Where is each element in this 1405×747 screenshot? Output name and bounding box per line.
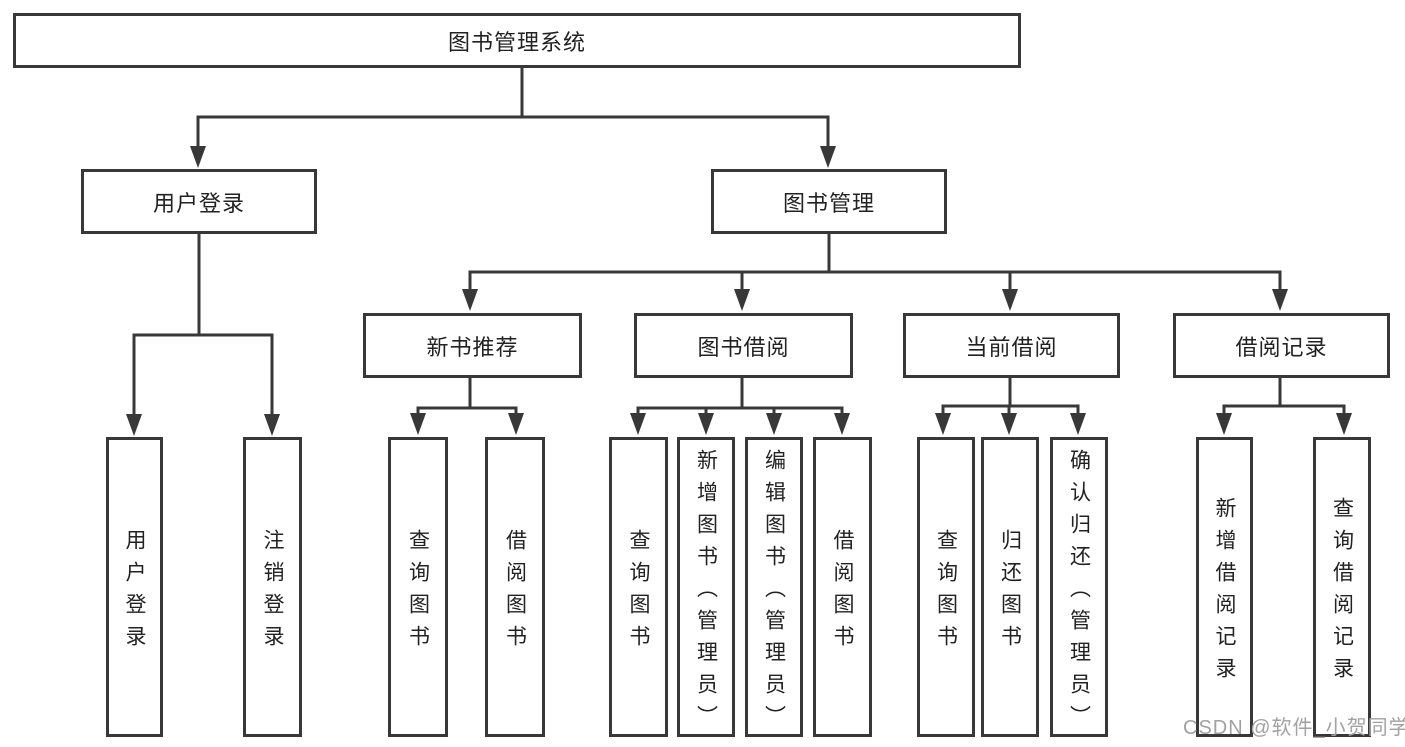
leaf-add-book-admin: 新增图书（管理员） (677, 437, 735, 737)
arrowhead-down-icon (820, 146, 836, 168)
leaf-borrow-books: 借阅图书 (813, 437, 872, 737)
arrowhead-down-icon (1001, 413, 1017, 435)
arrowhead-down-icon (1002, 289, 1018, 311)
arrowhead-down-icon (734, 289, 750, 311)
node-book-management: 图书管理 (711, 169, 947, 234)
leaf-label: 归还图书 (998, 528, 1022, 657)
leaf-label: 编辑图书（管理员） (762, 448, 786, 737)
arrowhead-down-icon (410, 413, 426, 435)
arrowhead-down-icon (264, 414, 280, 436)
leaf-query-books: 查询图书 (388, 437, 448, 737)
connector-arrows (126, 146, 1352, 436)
leaf-label: 查询图书 (934, 528, 958, 657)
node-root-book-management-system: 图书管理系统 (13, 13, 1021, 68)
arrowhead-down-icon (698, 413, 714, 435)
node-label: 新书推荐 (426, 334, 519, 360)
leaf-edit-book-admin: 编辑图书（管理员） (745, 437, 803, 737)
leaf-label: 查询借阅记录 (1330, 496, 1354, 689)
node-label: 借阅记录 (1235, 334, 1328, 360)
connector-lines (132, 66, 1346, 418)
node-label: 当前借阅 (965, 334, 1058, 360)
arrowhead-down-icon (190, 146, 206, 168)
arrowhead-down-icon (1070, 413, 1086, 435)
leaf-label: 用户登录 (123, 528, 146, 657)
arrowhead-down-icon (1336, 413, 1352, 435)
arrowhead-down-icon (508, 413, 524, 435)
leaf-label: 注销登录 (261, 528, 284, 657)
node-label: 图书管理 (782, 190, 875, 216)
leaf-user-login: 用户登录 (106, 437, 163, 737)
node-user-login: 用户登录 (81, 169, 317, 234)
arrowhead-down-icon (126, 414, 142, 436)
arrowhead-down-icon (935, 413, 951, 435)
leaf-return-books: 归还图书 (981, 437, 1039, 737)
arrowhead-down-icon (834, 413, 850, 435)
node-new-book-recommend: 新书推荐 (363, 313, 582, 378)
node-label: 图书借阅 (697, 334, 790, 360)
leaf-label: 借阅图书 (831, 528, 854, 657)
node-label: 图书管理系统 (447, 29, 586, 55)
leaf-borrow-books: 借阅图书 (485, 437, 545, 737)
node-borrowing-records: 借阅记录 (1173, 313, 1390, 378)
node-label: 用户登录 (152, 190, 245, 216)
arrowhead-down-icon (766, 413, 782, 435)
leaf-add-borrow-record: 新增借阅记录 (1196, 437, 1253, 737)
arrowhead-down-icon (1272, 289, 1288, 311)
leaf-label: 借阅图书 (503, 528, 527, 657)
node-current-borrowing: 当前借阅 (903, 313, 1120, 378)
leaf-label: 查询图书 (627, 528, 650, 657)
leaf-logout: 注销登录 (243, 437, 302, 737)
watermark-text: CSDN @软件_小贺同学 (1183, 717, 1405, 739)
leaf-label: 新增借阅记录 (1213, 496, 1236, 689)
leaf-label: 新增图书（管理员） (694, 448, 718, 737)
arrowhead-down-icon (462, 289, 478, 311)
arrowhead-down-icon (1216, 413, 1232, 435)
leaf-query-books: 查询图书 (917, 437, 975, 737)
leaf-query-books: 查询图书 (609, 437, 668, 737)
leaf-label: 查询图书 (406, 528, 430, 657)
leaf-confirm-return-admin: 确认归还（管理员） (1050, 437, 1108, 737)
arrowhead-down-icon (630, 413, 646, 435)
node-book-borrowing: 图书借阅 (634, 313, 853, 378)
leaf-label: 确认归还（管理员） (1067, 448, 1091, 737)
leaf-query-borrow-record: 查询借阅记录 (1313, 437, 1371, 737)
